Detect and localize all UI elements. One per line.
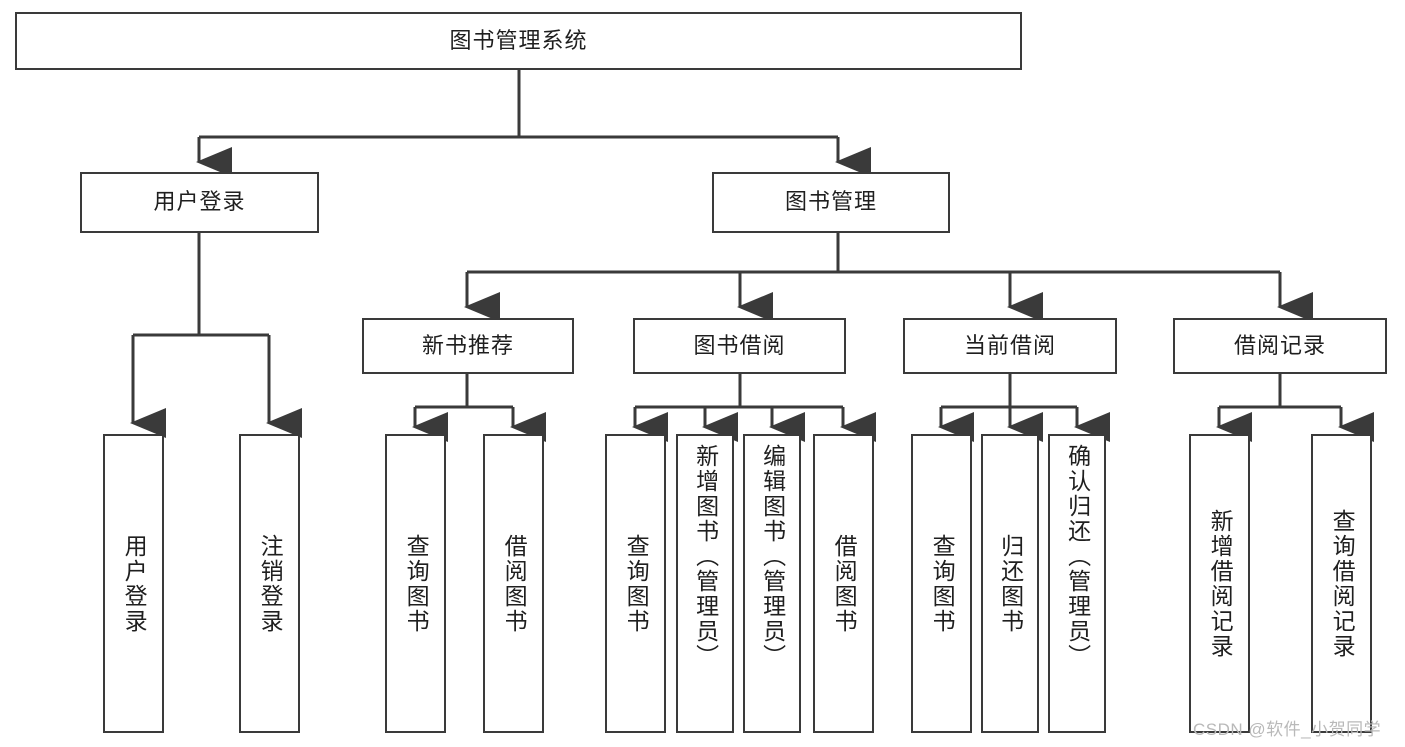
- leaf-user-login-signout-label: 注销登录: [257, 533, 284, 634]
- node-book-management-label: 图书管理: [784, 189, 877, 215]
- leaf-current-confirm-return[interactable]: 确认归还（管理员）: [1048, 434, 1106, 733]
- node-book-management[interactable]: 图书管理: [712, 172, 950, 233]
- node-current-borrow-label: 当前借阅: [963, 332, 1056, 358]
- leaf-current-return-book-label: 归还图书: [997, 533, 1024, 634]
- leaf-recommend-query-book-label: 查询图书: [403, 533, 430, 634]
- leaf-borrow-edit-book[interactable]: 编辑图书（管理员）: [743, 434, 801, 733]
- leaf-borrow-borrow-book[interactable]: 借阅图书: [813, 434, 874, 733]
- leaf-user-login-signin-label: 用户登录: [121, 533, 148, 634]
- leaf-user-login-signout[interactable]: 注销登录: [239, 434, 300, 733]
- leaf-record-query-record-label: 查询借阅记录: [1329, 508, 1356, 659]
- node-current-borrow[interactable]: 当前借阅: [903, 318, 1117, 374]
- leaf-record-query-record[interactable]: 查询借阅记录: [1311, 434, 1372, 733]
- node-new-book-recommend-label: 新书推荐: [421, 332, 514, 358]
- watermark-text: CSDN @软件_小贺同学: [1193, 720, 1382, 739]
- leaf-borrow-add-book-label: 新增图书（管理员）: [692, 444, 719, 669]
- leaf-borrow-borrow-book-label: 借阅图书: [831, 533, 858, 634]
- watermark: CSDN @软件_小贺同学: [1193, 715, 1381, 740]
- node-book-borrow-label: 图书借阅: [693, 332, 786, 358]
- leaf-current-confirm-return-label: 确认归还（管理员）: [1064, 444, 1091, 669]
- leaf-borrow-add-book[interactable]: 新增图书（管理员）: [676, 434, 734, 733]
- leaf-user-login-signin[interactable]: 用户登录: [103, 434, 164, 733]
- leaf-recommend-query-book[interactable]: 查询图书: [385, 434, 446, 733]
- node-borrow-record[interactable]: 借阅记录: [1173, 318, 1387, 374]
- leaf-borrow-edit-book-label: 编辑图书（管理员）: [759, 444, 786, 669]
- node-root-label: 图书管理系统: [449, 27, 588, 53]
- node-borrow-record-label: 借阅记录: [1233, 332, 1326, 358]
- node-root[interactable]: 图书管理系统: [15, 12, 1022, 70]
- node-user-login[interactable]: 用户登录: [80, 172, 319, 233]
- node-book-borrow[interactable]: 图书借阅: [633, 318, 846, 374]
- node-new-book-recommend[interactable]: 新书推荐: [362, 318, 574, 374]
- leaf-borrow-query-book[interactable]: 查询图书: [605, 434, 666, 733]
- leaf-recommend-borrow-book-label: 借阅图书: [501, 533, 528, 634]
- leaf-borrow-query-book-label: 查询图书: [623, 533, 650, 634]
- leaf-record-add-record[interactable]: 新增借阅记录: [1189, 434, 1250, 733]
- node-user-login-label: 用户登录: [153, 189, 246, 215]
- leaf-current-query-book-label: 查询图书: [929, 533, 956, 634]
- leaf-record-add-record-label: 新增借阅记录: [1207, 508, 1234, 659]
- leaf-current-query-book[interactable]: 查询图书: [911, 434, 972, 733]
- leaf-recommend-borrow-book[interactable]: 借阅图书: [483, 434, 544, 733]
- leaf-current-return-book[interactable]: 归还图书: [981, 434, 1039, 733]
